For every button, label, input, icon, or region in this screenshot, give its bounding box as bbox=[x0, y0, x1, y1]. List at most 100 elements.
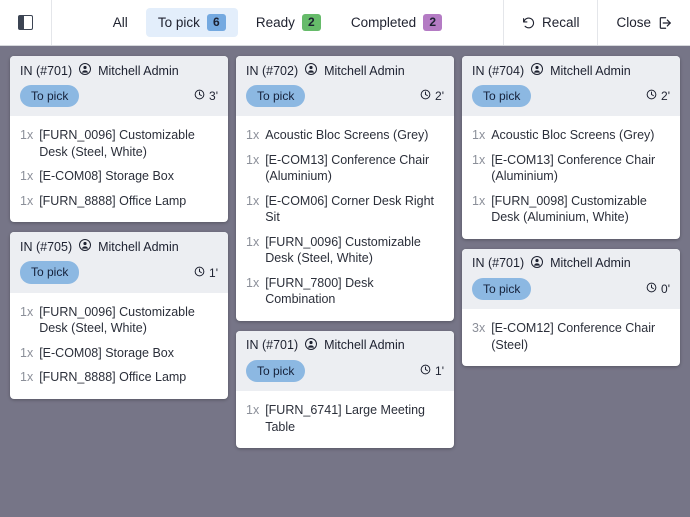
filter-tab-completed[interactable]: Completed 2 bbox=[339, 8, 454, 37]
status-badge[interactable]: To pick bbox=[246, 359, 306, 383]
card-header: IN (#701)Mitchell Admin To pick 1' bbox=[236, 330, 454, 392]
card-title-row: IN (#701)Mitchell Admin bbox=[246, 337, 444, 353]
card-time-label: 2' bbox=[435, 89, 444, 104]
card-title-row: IN (#702) Mitchell Admin bbox=[246, 63, 444, 78]
card-header: IN (#705)Mitchell Admin To pick 1' bbox=[10, 232, 228, 293]
status-badge[interactable]: To pick bbox=[20, 85, 80, 108]
move-line-desc: [FURN_0098] Customizable Desk (Aluminium… bbox=[491, 193, 647, 225]
avatar-icon bbox=[305, 337, 318, 353]
status-badge[interactable]: To pick bbox=[20, 261, 80, 284]
move-line[interactable]: 1x[FURN_6741] Large Meeting Table bbox=[246, 398, 444, 439]
card-user: Mitchell Admin bbox=[324, 63, 405, 78]
move-line-desc: [E-COM13] Conference Chair (Aluminium) bbox=[491, 152, 656, 184]
move-line-desc: [E-COM06] Corner Desk Right Sit bbox=[265, 193, 435, 225]
card-time: 2' bbox=[420, 89, 444, 103]
move-line-qty: 1x bbox=[246, 128, 260, 143]
move-line[interactable]: 1x[FURN_0096] Customizable Desk (Steel, … bbox=[20, 123, 218, 164]
clock-icon bbox=[646, 89, 657, 103]
move-line-qty: 1x bbox=[20, 345, 34, 360]
recall-button[interactable]: Recall bbox=[502, 0, 598, 45]
move-line[interactable]: 1x[FURN_0096] Customizable Desk (Steel, … bbox=[246, 230, 444, 271]
card-title-row: IN (#705)Mitchell Admin bbox=[20, 239, 218, 254]
move-line[interactable]: 1x [E-COM06] Corner Desk Right Sit bbox=[246, 189, 444, 230]
move-line-qty: 3x bbox=[472, 321, 486, 336]
move-line-desc: [FURN_0096] Customizable Desk (Steel, Wh… bbox=[39, 304, 195, 336]
move-line-qty: 1x bbox=[246, 193, 260, 208]
card-reference: IN (#701) bbox=[20, 63, 73, 78]
move-line-desc: [FURN_0096] Customizable Desk (Steel, Wh… bbox=[265, 234, 421, 266]
move-line-desc: [FURN_8888] Office Lamp bbox=[39, 370, 187, 385]
status-badge[interactable]: To pick bbox=[472, 277, 532, 301]
filter-tab-count-badge: 6 bbox=[206, 14, 226, 31]
move-line[interactable]: 1x[FURN_8888] Office Lamp bbox=[20, 189, 218, 214]
card-title-row: IN (#701)Mitchell Admin bbox=[20, 63, 218, 78]
card-time: 1' bbox=[420, 364, 444, 378]
move-line-qty: 1x bbox=[472, 128, 486, 143]
panel-left-icon[interactable] bbox=[18, 15, 33, 30]
card-time-label: 1' bbox=[435, 364, 444, 379]
recall-label: Recall bbox=[541, 15, 580, 30]
move-line[interactable]: 1x[E-COM08] Storage Box bbox=[20, 164, 218, 189]
card-time: 2' bbox=[646, 89, 670, 103]
card-reference: IN (#701) bbox=[472, 256, 525, 271]
toolbar-actions: Recall Close bbox=[502, 0, 690, 45]
filter-tab-count-badge: 2 bbox=[301, 14, 321, 31]
move-line-qty: 1x bbox=[20, 304, 34, 319]
close-button[interactable]: Close bbox=[597, 0, 690, 45]
card-time: 1' bbox=[194, 266, 218, 280]
filter-tab-label: Completed bbox=[350, 15, 417, 30]
transfer-card[interactable]: IN (#701) Mitchell Admin To pick 0' 3x[E-COM… bbox=[462, 248, 680, 367]
card-user: Mitchell Admin bbox=[324, 338, 405, 353]
avatar-icon bbox=[305, 63, 318, 78]
status-badge[interactable]: To pick bbox=[246, 85, 306, 108]
filter-tab-label: All bbox=[112, 15, 128, 30]
clock-icon bbox=[646, 282, 657, 296]
card-meta-row: To pick 2' bbox=[246, 78, 444, 116]
move-line[interactable]: 1x[E-COM08] Storage Box bbox=[20, 341, 218, 366]
card-body: 1x [FURN_0096] Customizable Desk (Steel, … bbox=[10, 116, 228, 222]
card-user: Mitchell Admin bbox=[550, 256, 631, 271]
filter-tab-count-badge: 2 bbox=[423, 14, 443, 31]
card-reference: IN (#705) bbox=[20, 239, 73, 254]
move-line-desc: [FURN_6741] Large Meeting Table bbox=[265, 403, 426, 434]
avatar-icon bbox=[79, 63, 92, 78]
clock-icon bbox=[420, 89, 431, 103]
move-line[interactable]: 1x[FURN_0098] Customizable Desk (Alumini… bbox=[472, 189, 670, 230]
move-line[interactable]: 1x [FURN_0096] Customizable Desk (Steel, … bbox=[20, 300, 218, 341]
move-line[interactable]: 1x[E-COM13] Conference Chair (Aluminium) bbox=[472, 148, 670, 189]
move-line[interactable]: 1x[FURN_7800] Desk Combination bbox=[246, 271, 444, 312]
move-line[interactable]: 3x[E-COM12] Conference Chair (Steel) bbox=[472, 316, 670, 357]
move-line-qty: 1x bbox=[246, 152, 260, 167]
card-user: Mitchell Admin bbox=[550, 63, 631, 78]
move-line[interactable]: 1x[FURN_8888] Office Lamp bbox=[20, 365, 218, 390]
card-header: IN (#701) Mitchell Admin To pick 0' bbox=[462, 248, 680, 310]
move-line[interactable]: 1x[E-COM13] Conference Chair (Aluminium) bbox=[246, 148, 444, 189]
panel-toggle-button[interactable] bbox=[0, 0, 52, 45]
filter-tab-all[interactable]: All bbox=[101, 9, 140, 36]
card-time-label: 0' bbox=[661, 282, 670, 297]
undo-arrow-icon bbox=[522, 16, 535, 29]
card-meta-row: To pick 2' bbox=[472, 78, 670, 116]
move-line-desc: [FURN_0096] Customizable Desk (Steel, Wh… bbox=[39, 128, 195, 159]
card-meta-row: To pick 1' bbox=[246, 353, 444, 391]
move-line-desc: [FURN_7800] Desk Combination bbox=[265, 275, 374, 307]
status-badge[interactable]: To pick bbox=[472, 85, 532, 108]
move-line-desc: [E-COM08] Storage Box bbox=[39, 169, 174, 184]
card-reference: IN (#702) bbox=[246, 63, 299, 78]
move-line-qty: 1x bbox=[20, 193, 34, 208]
card-body: 3x[E-COM12] Conference Chair (Steel) bbox=[462, 309, 680, 366]
transfer-card[interactable]: IN (#701)Mitchell Admin To pick 1' 1x[FURN_… bbox=[236, 330, 454, 449]
